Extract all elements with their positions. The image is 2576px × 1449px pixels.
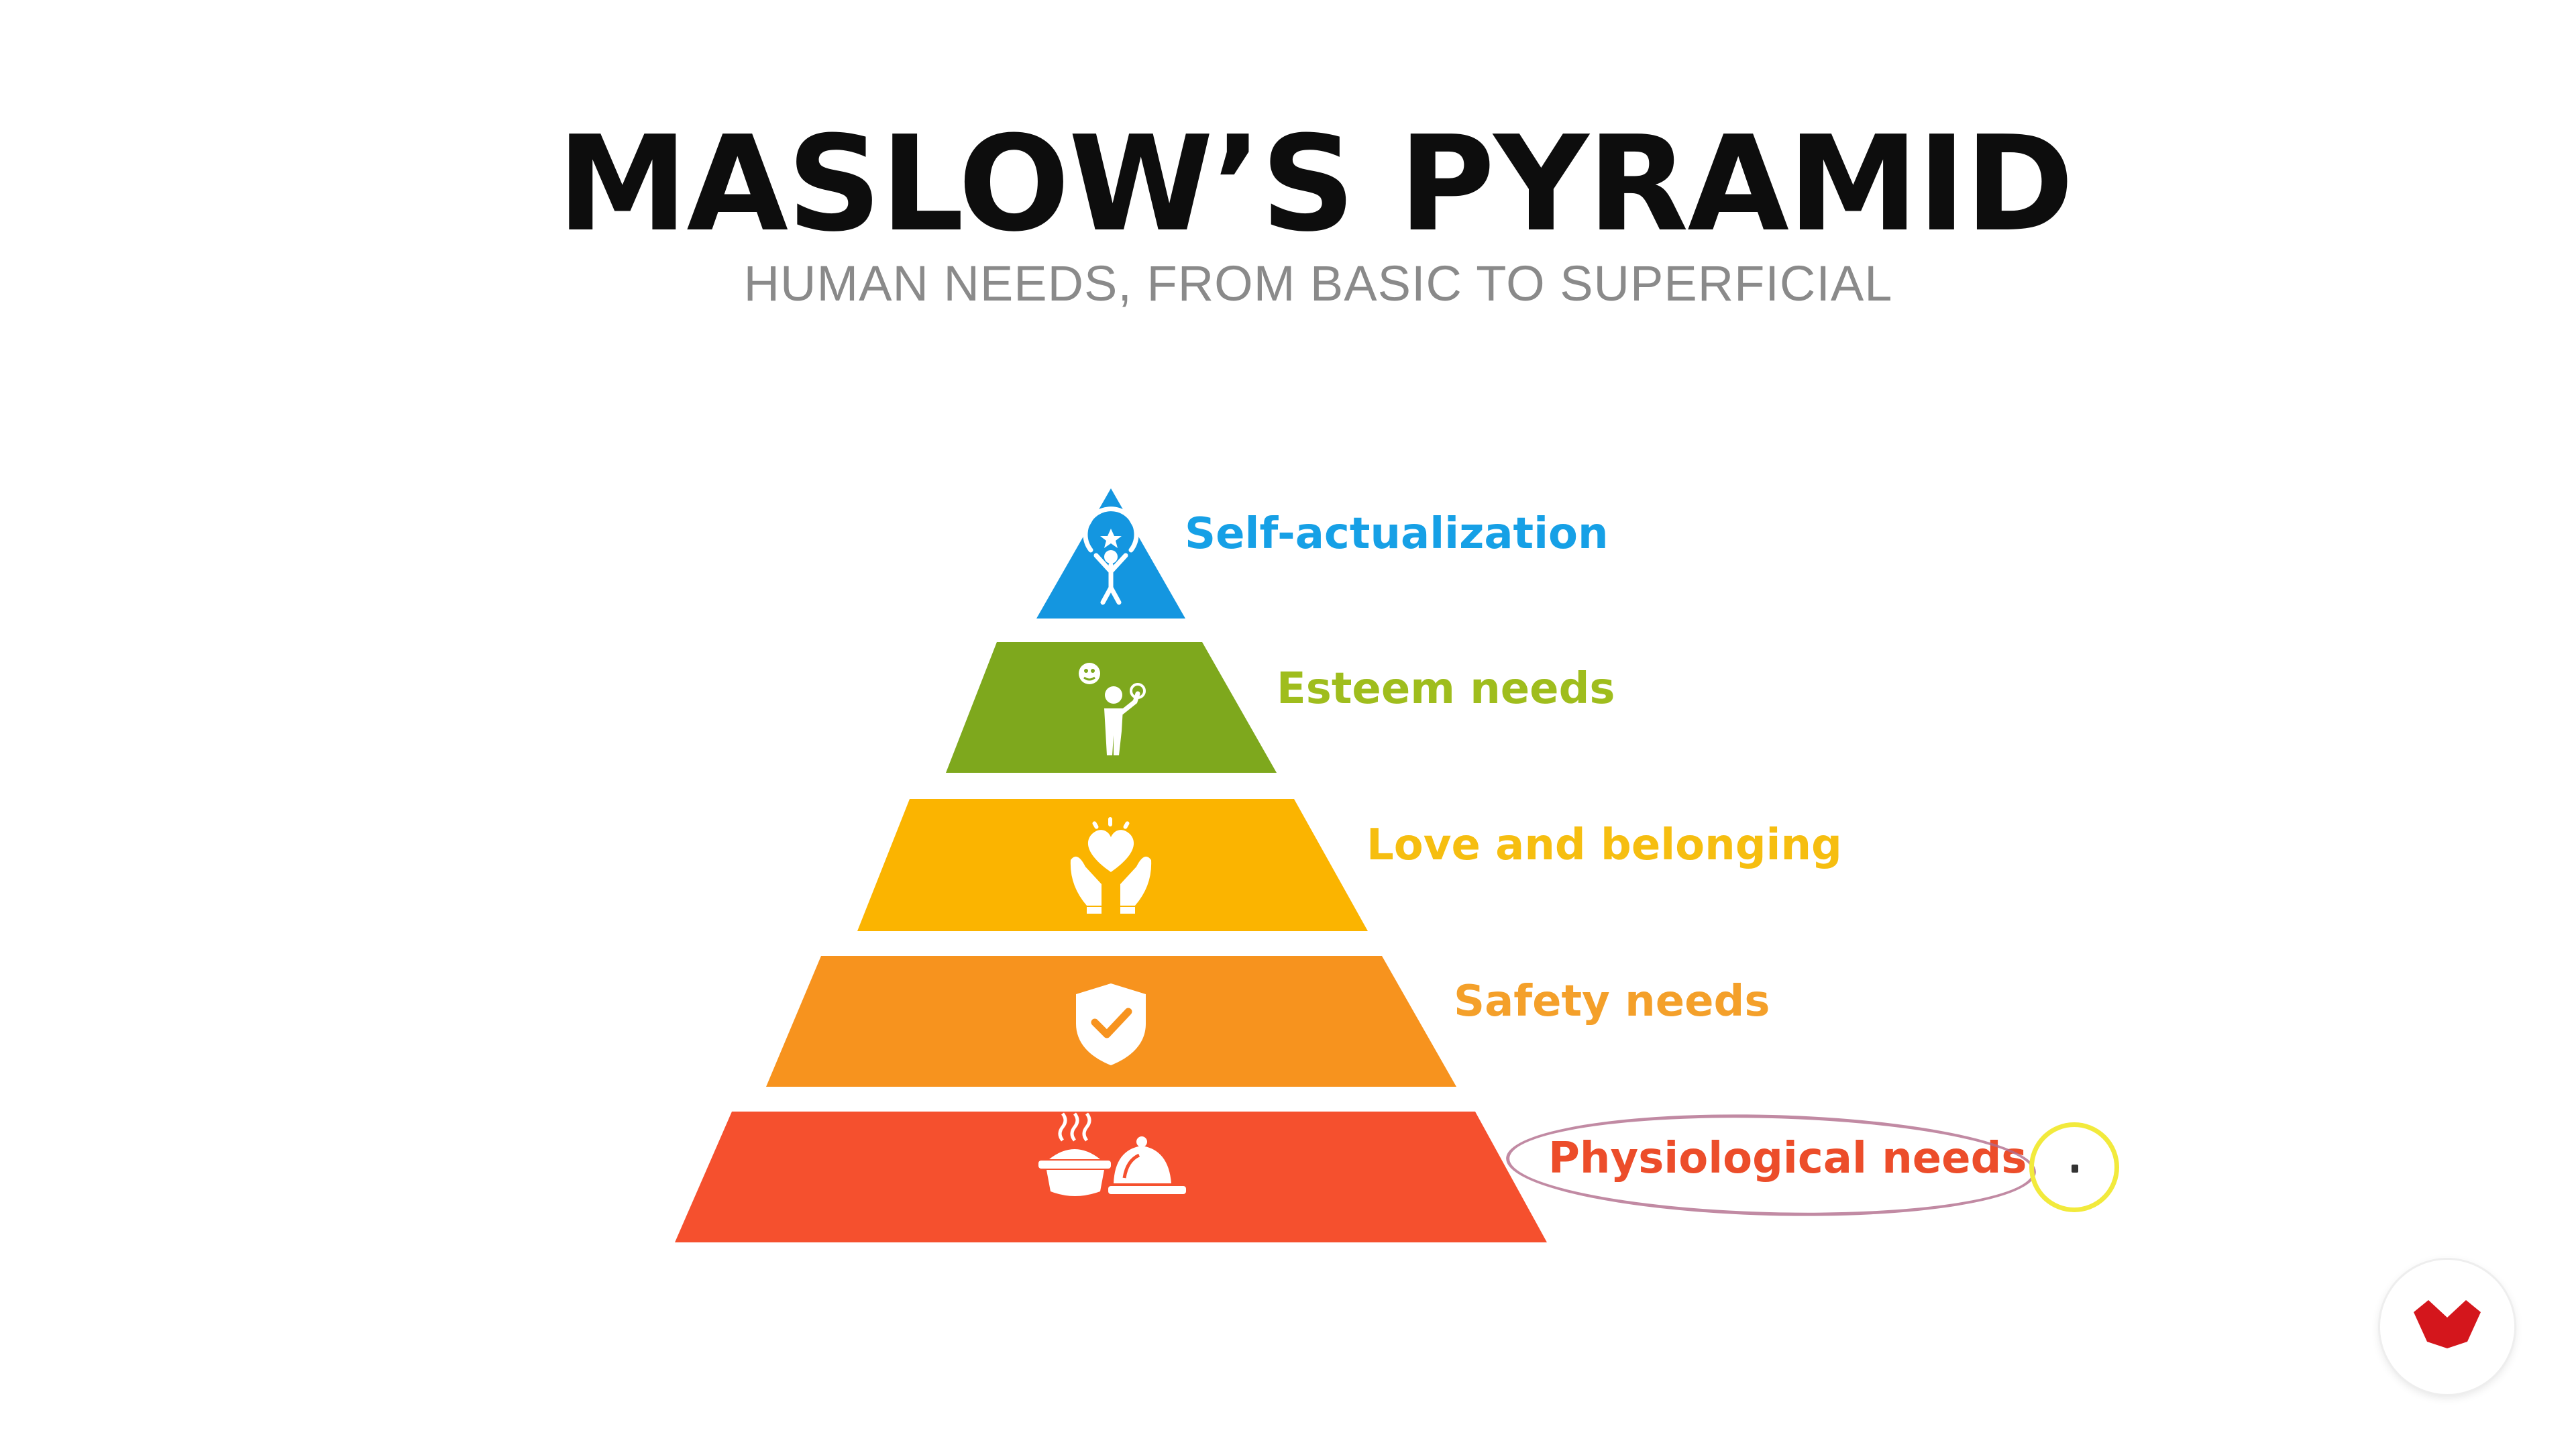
cursor-highlight-ring: [2029, 1122, 2119, 1212]
page-subtitle: HUMAN NEEDS, FROM BASIC TO SUPERFICIAL: [743, 256, 1893, 311]
shield-check-icon: [1076, 983, 1146, 1065]
level-label-love-belonging: Love and belonging: [1366, 820, 1842, 870]
level-label-esteem: Esteem needs: [1277, 664, 1615, 714]
pyramid-tier-esteem: [946, 642, 1277, 773]
food-cloche-icon: [1038, 1112, 1186, 1196]
level-label-safety: Safety needs: [1454, 977, 1770, 1026]
heart-hands-icon: [1070, 817, 1152, 914]
level-label-physiological: Physiological needs: [1548, 1134, 2027, 1183]
pyramid-tier-physiological: [675, 1112, 1547, 1242]
brand-logo-icon: [2414, 1300, 2481, 1348]
level-label-self-actualization: Self-actualization: [1185, 509, 1609, 559]
person-award-icon: [1079, 663, 1146, 755]
mouse-cursor-icon: [2072, 1165, 2078, 1173]
brand-logo-badge[interactable]: [2380, 1260, 2514, 1394]
person-star-icon: [1083, 506, 1139, 605]
page-title: MASLOW’S PYRAMID: [557, 108, 2074, 261]
